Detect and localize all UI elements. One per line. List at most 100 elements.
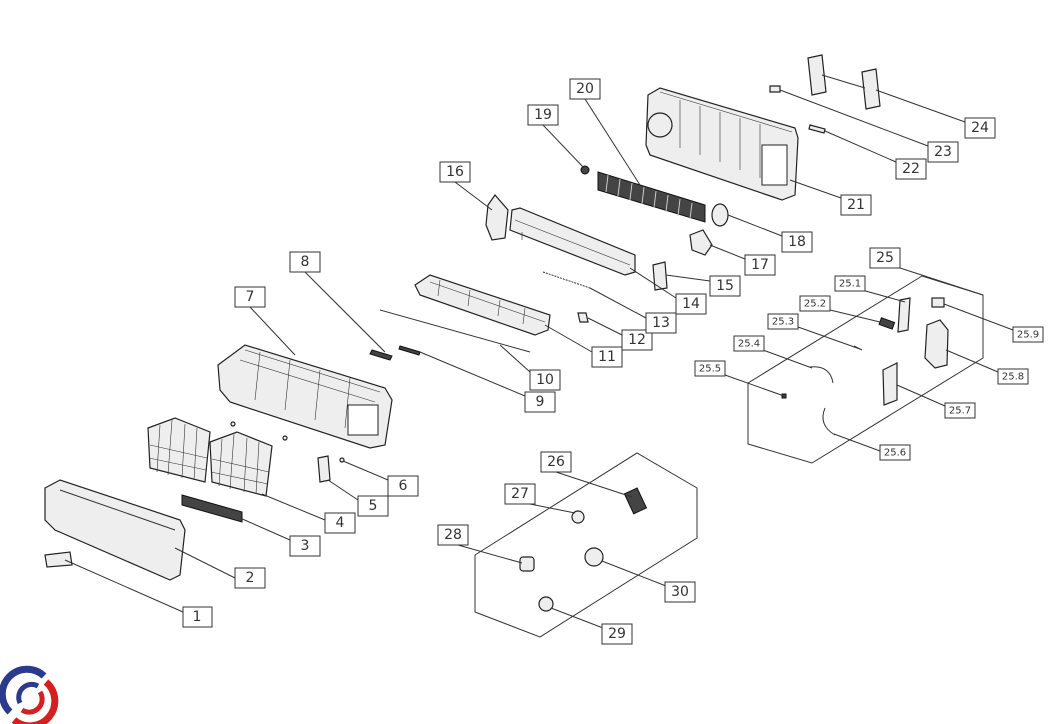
part-chassis-grille <box>217 344 393 449</box>
brand-logo <box>0 665 59 724</box>
callout-14: 14 <box>675 293 707 315</box>
svg-text:11: 11 <box>598 349 616 365</box>
svg-text:18: 18 <box>788 234 806 250</box>
callout-25-4: 25.4 <box>733 335 765 352</box>
svg-text:25.5: 25.5 <box>699 364 721 375</box>
svg-text:13: 13 <box>652 315 670 331</box>
part-cross-flow-fan <box>597 171 706 223</box>
svg-text:9: 9 <box>536 394 545 410</box>
part-front-panel <box>44 479 186 581</box>
svg-text:25.1: 25.1 <box>839 279 861 290</box>
svg-text:27: 27 <box>511 486 529 502</box>
callout-19: 19 <box>527 104 559 126</box>
part-nut-small <box>538 596 554 612</box>
callout-21: 21 <box>840 194 872 216</box>
part-louver-assembly <box>414 274 551 336</box>
callout-13: 13 <box>645 312 677 334</box>
svg-text:25.4: 25.4 <box>738 339 760 350</box>
svg-text:17: 17 <box>751 257 769 273</box>
callout-15: 15 <box>709 275 741 297</box>
callout-5: 5 <box>357 495 389 517</box>
part-air-filter-right <box>209 431 273 497</box>
callout-25-7: 25.7 <box>944 402 976 419</box>
svg-text:7: 7 <box>246 289 255 305</box>
svg-text:25.7: 25.7 <box>949 406 971 417</box>
callout-23: 23 <box>927 141 959 163</box>
callout-28: 28 <box>437 524 469 546</box>
svg-text:25.2: 25.2 <box>804 299 826 310</box>
svg-text:25.8: 25.8 <box>1002 372 1024 383</box>
svg-text:19: 19 <box>534 107 552 123</box>
part-25-6 <box>822 407 836 436</box>
callout-4: 4 <box>324 512 356 534</box>
svg-text:10: 10 <box>536 372 554 388</box>
callout-20: 20 <box>569 78 601 100</box>
svg-text:14: 14 <box>682 296 700 312</box>
callout-1: 1 <box>182 606 213 628</box>
callout-22: 22 <box>895 158 927 180</box>
callout-18: 18 <box>781 231 813 253</box>
callout-24: 24 <box>964 117 996 139</box>
callout-25-3: 25.3 <box>767 313 799 330</box>
part-filter-strip <box>181 494 243 523</box>
part-heater-spring <box>542 271 591 289</box>
svg-text:29: 29 <box>608 626 626 642</box>
callout-3: 3 <box>289 535 321 557</box>
part-small-cover <box>317 455 331 483</box>
callout-12: 12 <box>621 329 653 351</box>
svg-text:28: 28 <box>444 527 462 543</box>
svg-text:20: 20 <box>576 81 594 97</box>
svg-text:3: 3 <box>301 538 310 554</box>
part-clip <box>369 349 393 361</box>
callout-25-1: 25.1 <box>834 275 866 292</box>
callout-25-6: 25.6 <box>879 444 911 461</box>
callout-16: 16 <box>439 161 471 183</box>
svg-text:25.6: 25.6 <box>884 448 906 459</box>
part-25-4 <box>809 366 834 384</box>
svg-text:24: 24 <box>971 120 989 136</box>
callout-11: 11 <box>591 346 623 368</box>
svg-text:25.9: 25.9 <box>1017 330 1039 341</box>
callout-17: 17 <box>744 254 776 276</box>
callout-29: 29 <box>601 623 633 645</box>
part-25-8 <box>924 319 949 369</box>
group-box-25 <box>747 275 984 464</box>
group-box-26 <box>474 452 698 638</box>
svg-text:4: 4 <box>336 515 345 531</box>
svg-text:30: 30 <box>671 584 689 600</box>
part-bracket <box>652 261 668 291</box>
part-base-frame <box>645 87 799 201</box>
part-fan-motor <box>711 203 729 227</box>
callout-25-9: 25.9 <box>1012 326 1044 343</box>
svg-text:22: 22 <box>902 161 920 177</box>
part-25-1 <box>897 297 911 333</box>
callout-25-5: 25.5 <box>694 360 726 377</box>
part-motor-cover <box>689 229 713 256</box>
part-ring <box>571 510 585 524</box>
part-motor-small <box>577 312 589 323</box>
callout-8: 8 <box>289 251 321 273</box>
svg-text:15: 15 <box>716 278 734 294</box>
svg-text:8: 8 <box>301 254 310 270</box>
part-drain-fitting <box>519 556 535 572</box>
part-drain-pipe <box>808 124 826 134</box>
part-side-bracket <box>485 194 509 241</box>
part-pipe-clip <box>769 85 781 93</box>
part-bearing <box>580 165 590 175</box>
part-mounting-plate <box>807 54 881 110</box>
callout-25-2: 25.2 <box>799 295 831 312</box>
svg-text:5: 5 <box>369 498 378 514</box>
callout-25-8: 25.8 <box>997 368 1029 385</box>
part-nut-large <box>584 547 604 567</box>
svg-text:23: 23 <box>934 144 952 160</box>
callout-10: 10 <box>529 369 561 391</box>
callout-2: 2 <box>234 567 266 589</box>
part-remote <box>623 487 648 515</box>
callout-9: 9 <box>524 391 556 413</box>
part-display-panel <box>44 551 73 568</box>
svg-text:25: 25 <box>876 250 894 266</box>
callout-27: 27 <box>504 483 536 505</box>
svg-text:21: 21 <box>847 197 865 213</box>
callout-25: 25 <box>869 247 901 269</box>
